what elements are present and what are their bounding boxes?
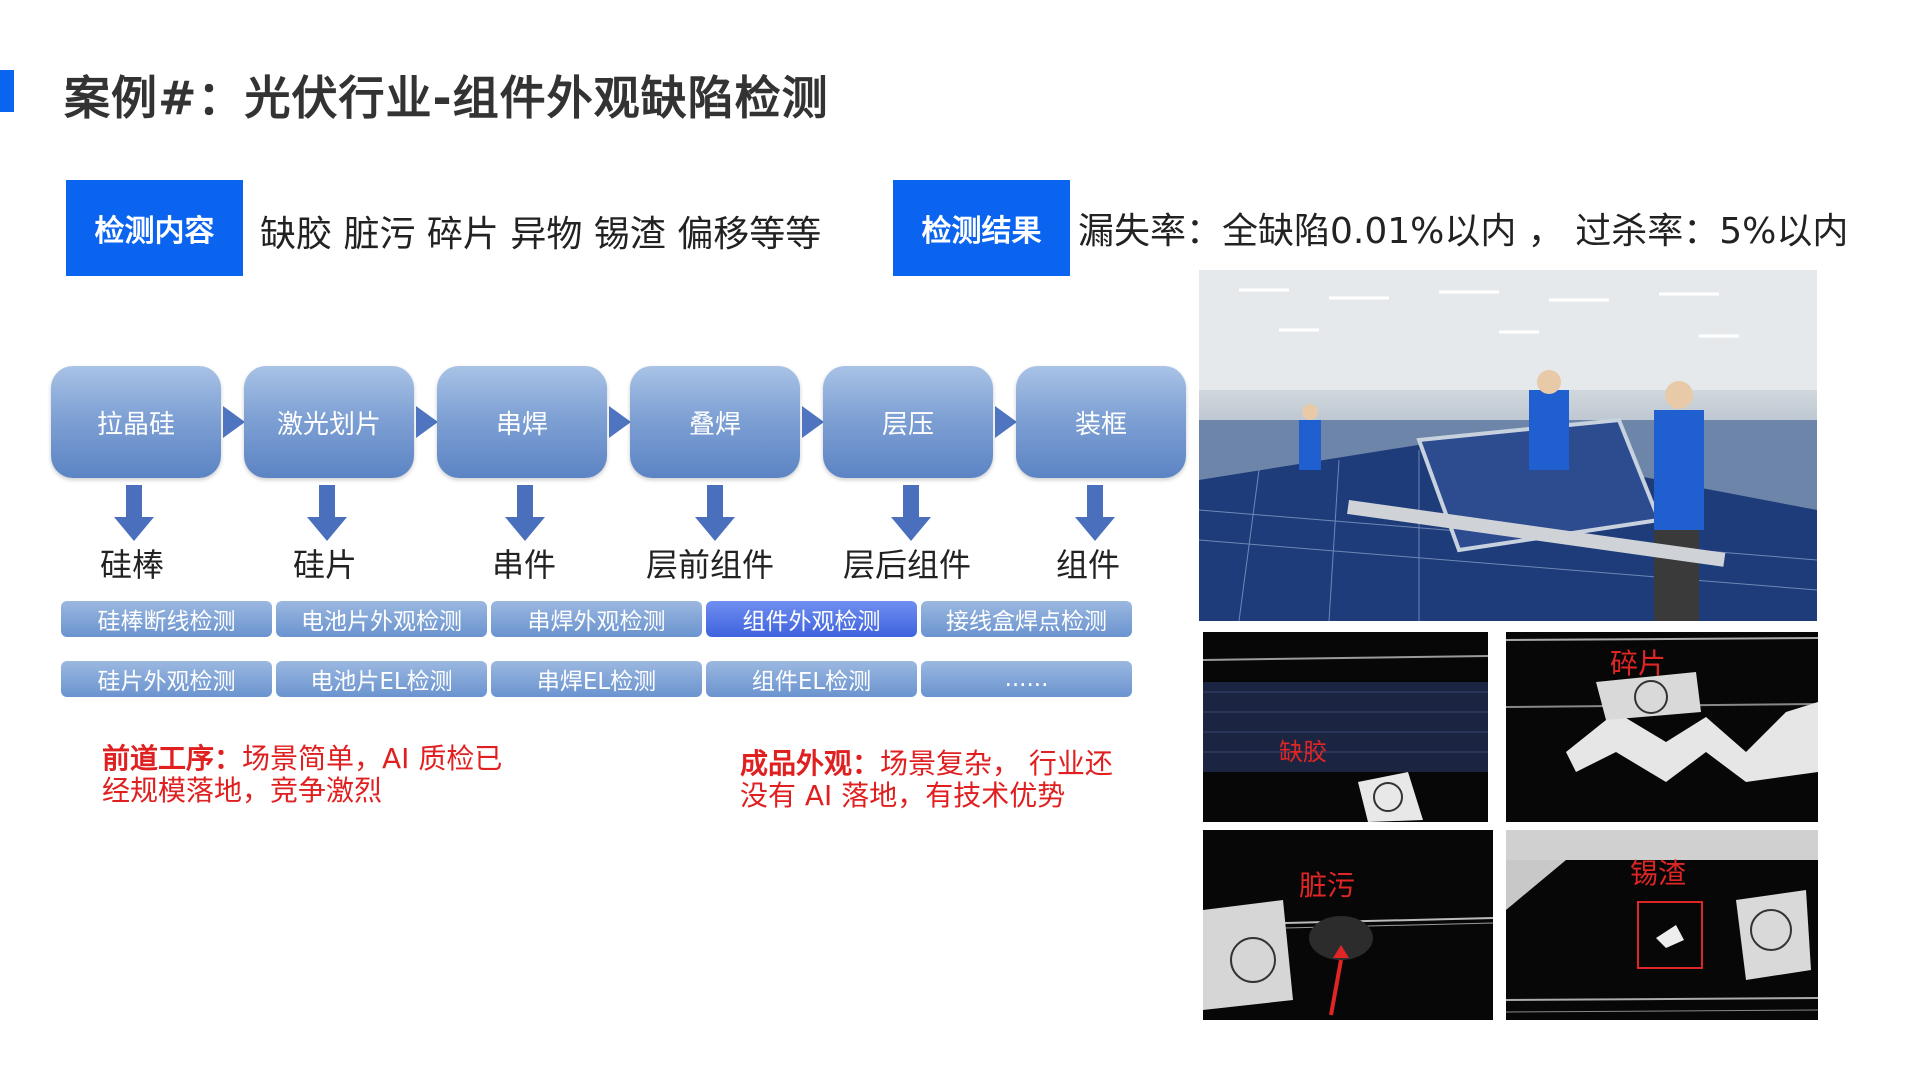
down-arrow-icon <box>307 485 347 541</box>
product-module: 组件 <box>1056 546 1121 584</box>
defect-label-glue-missing: 缺胶 <box>1279 738 1327 766</box>
detection-cell: 组件EL检测 <box>706 661 917 697</box>
down-arrow-icon <box>505 485 545 541</box>
product-silicon-rod: 硅棒 <box>100 546 165 584</box>
defect-image-glue-missing: 缺胶 <box>1203 632 1488 822</box>
product-post-laminate-module: 层后组件 <box>843 546 972 584</box>
detection-cell: 接线盒焊点检测 <box>921 601 1132 637</box>
product-wafer: 硅片 <box>293 546 358 584</box>
flow-arrow-icon <box>223 406 245 438</box>
detection-cell: ...... <box>921 661 1132 697</box>
defect-image-dirt: 脏污 <box>1203 830 1493 1020</box>
defect-glue-missing-picture <box>1203 655 1488 822</box>
defect-image-fragment: 碎片 <box>1506 632 1818 822</box>
detection-cell: 串焊外观检测 <box>491 601 702 637</box>
note-finished-label: 成品外观： <box>740 747 881 780</box>
defect-dirt-picture <box>1203 900 1493 1016</box>
detection-cell: 硅棒断线检测 <box>61 601 272 637</box>
title-accent-bar <box>0 70 14 112</box>
flow-arrow-icon <box>995 406 1017 438</box>
detection-cell: 电池片外观检测 <box>276 601 487 637</box>
detect-content-text: 缺胶 脏污 碎片 异物 锡渣 偏移等等 <box>260 214 822 255</box>
note-finished-appearance: 成品外观：场景复杂， 行业还没有 AI 落地，有技术优势 <box>740 748 1140 812</box>
defect-image-solder-slag: 锡渣 <box>1506 830 1818 1020</box>
down-arrow-icon <box>1075 485 1115 541</box>
defect-label-dirt: 脏污 <box>1299 869 1356 902</box>
flow-arrow-icon <box>416 406 438 438</box>
defect-label-fragment: 碎片 <box>1610 647 1667 680</box>
flow-arrow-icon <box>802 406 824 438</box>
down-arrow-icon <box>114 485 154 541</box>
note-front-text: 场景简单，AI 质检已经规模落地，竞争激烈 <box>102 742 503 807</box>
factory-scene-image <box>1199 270 1817 621</box>
process-step-laser-scribe: 激光划片 <box>244 366 414 478</box>
detect-result-text: 漏失率：全缺陷0.01%以内 ， 过杀率：5%以内 <box>1078 211 1849 252</box>
product-pre-laminate-module: 层前组件 <box>646 546 775 584</box>
note-finished-text: 场景复杂， 行业还没有 AI 落地，有技术优势 <box>740 747 1113 812</box>
note-front-label: 前道工序： <box>102 742 243 775</box>
process-step-string-weld: 串焊 <box>437 366 607 478</box>
down-arrow-icon <box>891 485 931 541</box>
detection-cell: 串焊EL检测 <box>491 661 702 697</box>
process-step-frame: 装框 <box>1016 366 1186 478</box>
note-front-process: 前道工序：场景简单，AI 质检已经规模落地，竞争激烈 <box>102 743 522 807</box>
product-string: 串件 <box>492 546 557 584</box>
process-step-pull-silicon: 拉晶硅 <box>51 366 221 478</box>
factory-photo <box>1199 270 1817 621</box>
detect-result-tag: 检测结果 <box>893 180 1070 276</box>
defect-label-solder-slag: 锡渣 <box>1630 857 1687 890</box>
process-step-laminate: 层压 <box>823 366 993 478</box>
defect-solder-slag-picture <box>1506 830 1818 1013</box>
page-title: 案例#：光伏行业-组件外观缺陷检测 <box>64 71 829 125</box>
flow-arrow-icon <box>609 406 631 438</box>
detection-cell-highlighted: 组件外观检测 <box>706 601 917 637</box>
detect-content-tag: 检测内容 <box>66 180 243 276</box>
process-step-stack-weld: 叠焊 <box>630 366 800 478</box>
detection-cell: 电池片EL检测 <box>276 661 487 697</box>
defect-fragment-picture <box>1506 637 1818 782</box>
down-arrow-icon <box>695 485 735 541</box>
detection-cell: 硅片外观检测 <box>61 661 272 697</box>
